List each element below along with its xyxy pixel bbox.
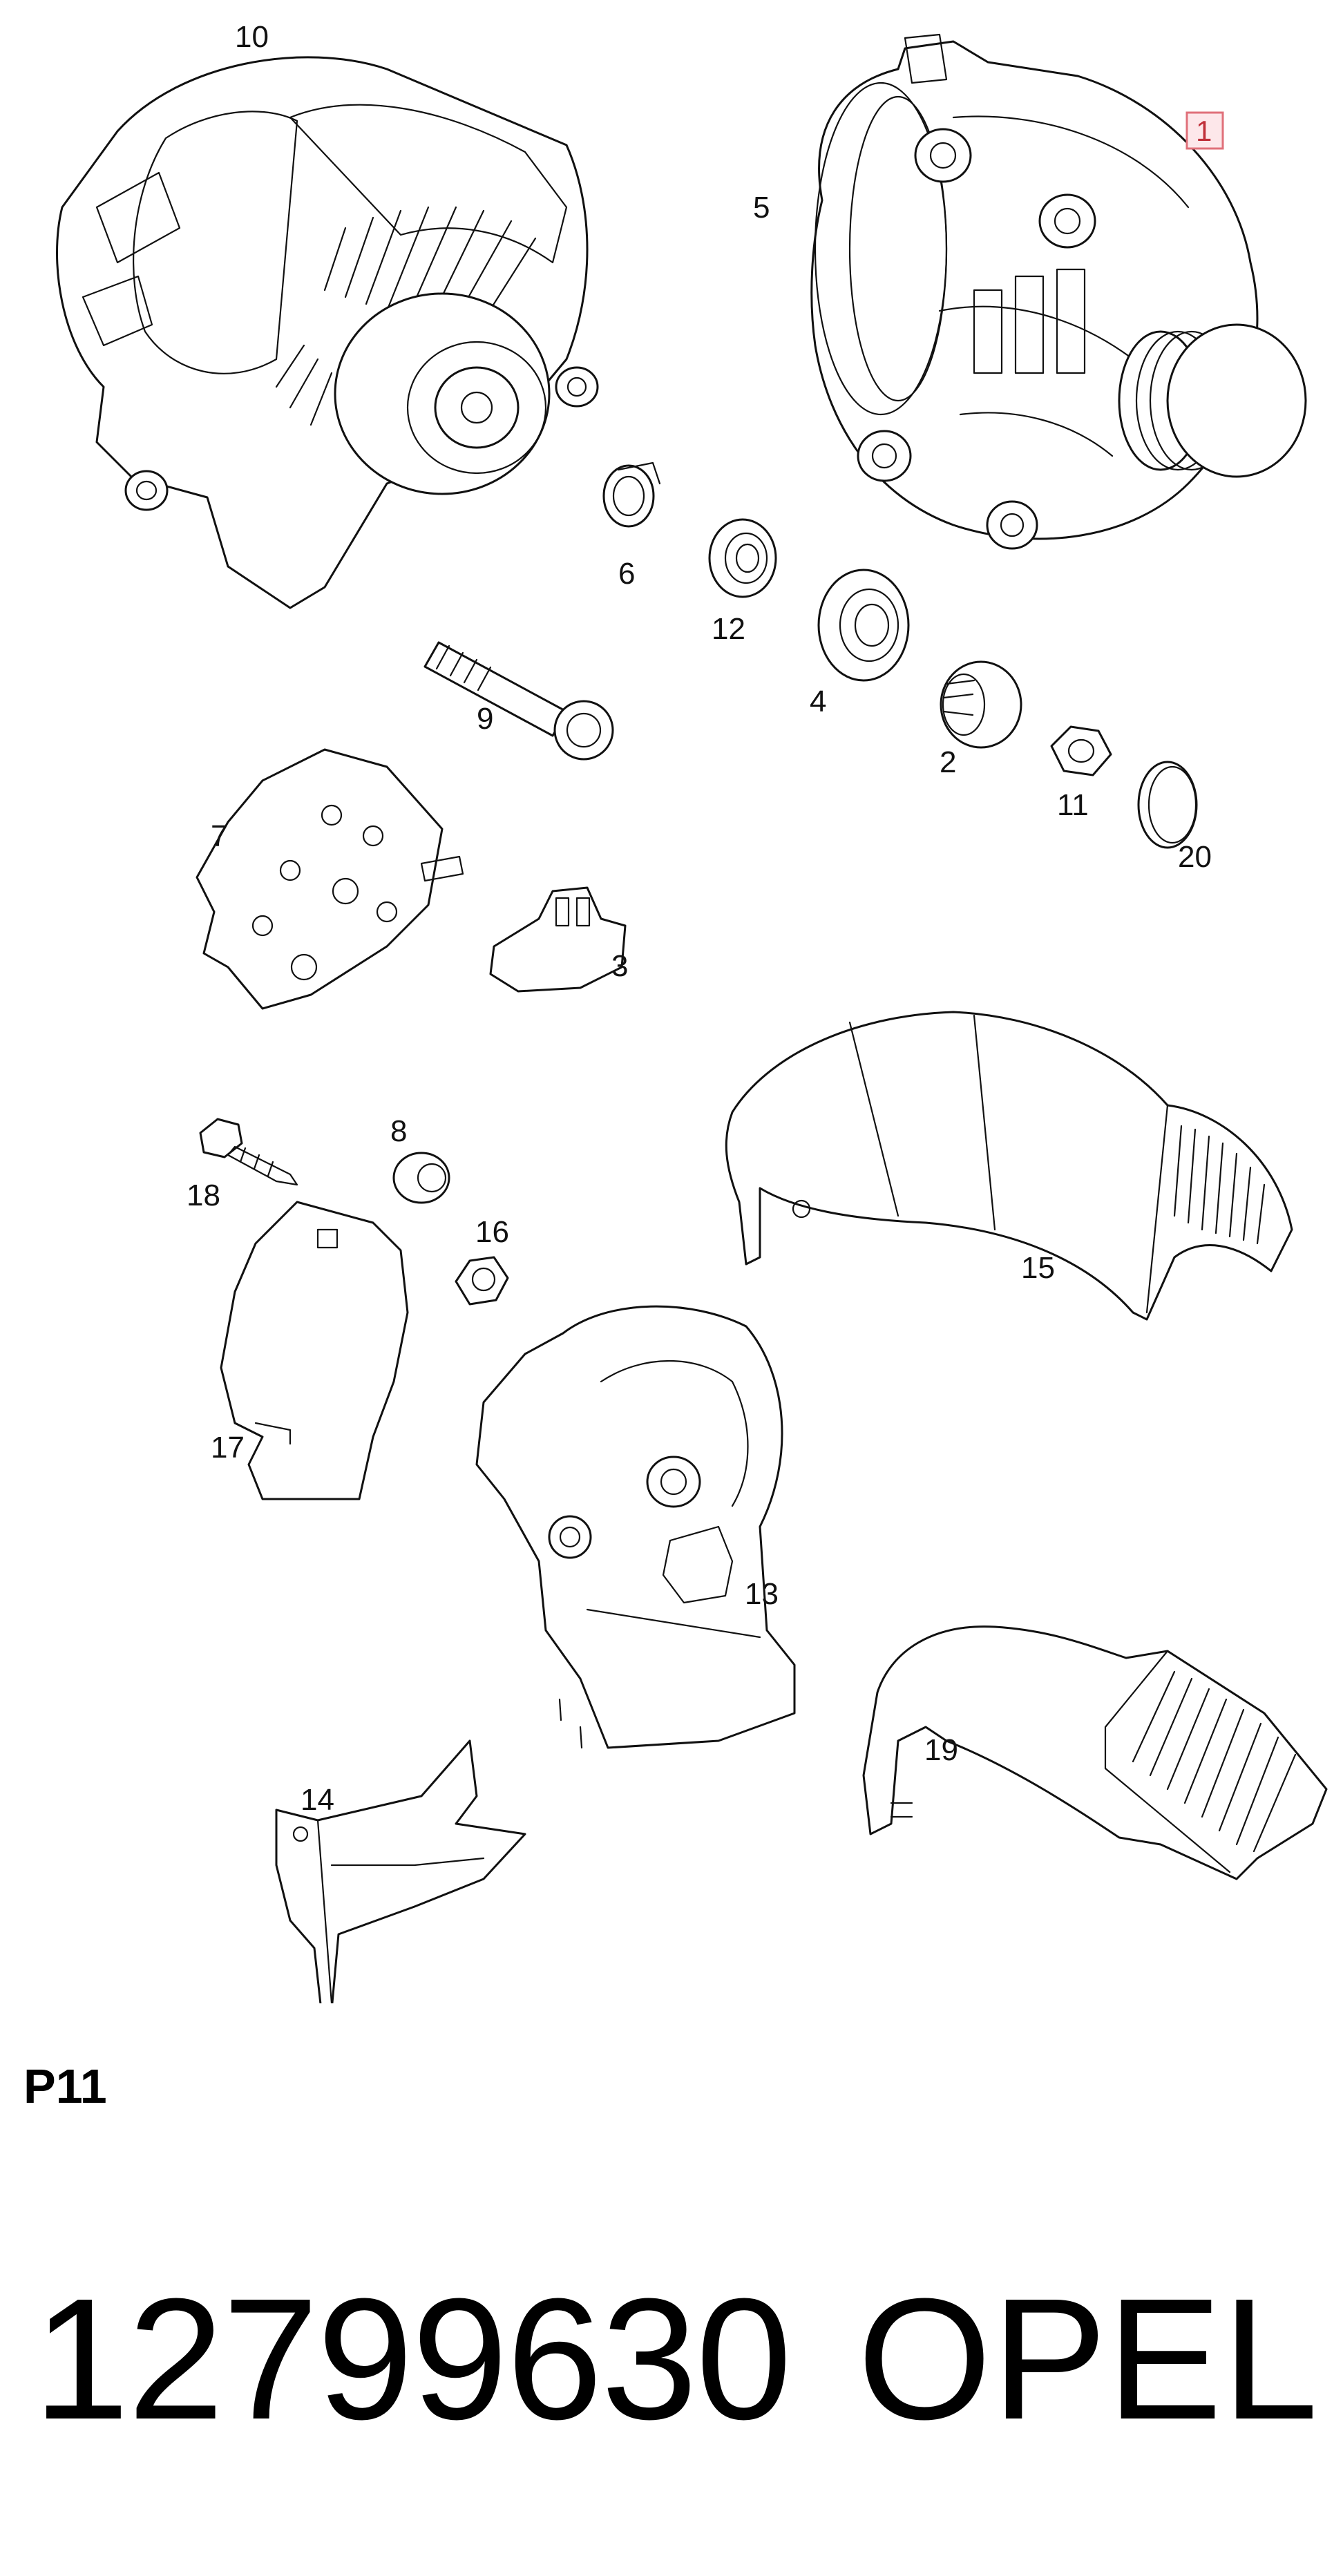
part-6-clamp [602, 461, 661, 528]
callout-1-highlight-box [1185, 111, 1224, 150]
callout-3: 3 [611, 949, 628, 983]
part-number: 12799630 [33, 2262, 792, 2455]
callout-18: 18 [187, 1179, 220, 1212]
part-5-alternator-housing [810, 33, 1307, 550]
callout-1: 1 [1196, 115, 1212, 147]
callout-14: 14 [301, 1783, 334, 1817]
footer: 12799630 OPEL [33, 2273, 1318, 2452]
part-2-pulley-nut [940, 660, 1022, 749]
callout-7: 7 [211, 819, 227, 853]
callout-20: 20 [1178, 840, 1212, 874]
part-8-bushing [392, 1152, 450, 1204]
page-reference: P11 [23, 2059, 107, 2113]
part-7-rectifier [196, 748, 464, 1010]
part-9-bolt [423, 641, 614, 761]
callout-15: 15 [1021, 1251, 1055, 1285]
part-15-vents [1173, 1125, 1266, 1245]
part-12-bearing [708, 518, 777, 598]
callout-2: 2 [940, 745, 956, 779]
part-19-vents [1132, 1670, 1297, 1853]
callout-4: 4 [810, 685, 826, 718]
callout-6: 6 [618, 557, 635, 591]
part-14-bracket [275, 1739, 526, 2003]
part-13-end-housing [475, 1305, 796, 1749]
callout-17: 17 [211, 1431, 245, 1464]
part-3-regulator [489, 886, 627, 993]
part-19-vented-cover [862, 1625, 1328, 1880]
part-17-shield [220, 1201, 409, 1500]
callout-11: 11 [1057, 788, 1089, 822]
callout-10: 10 [235, 20, 269, 54]
part-4-bearing [817, 569, 910, 682]
part-18-screw [199, 1118, 298, 1186]
callout-9: 9 [477, 702, 493, 736]
callout-12: 12 [712, 612, 745, 646]
part-5-pulley [1118, 323, 1307, 478]
part-15-cover [725, 1011, 1293, 1321]
callout-13: 13 [745, 1577, 779, 1611]
callout-8: 8 [390, 1114, 407, 1148]
part-11-hex-nut [1050, 725, 1112, 776]
exploded-parts-diagram: 10 1 5 6 [56, 20, 1328, 2003]
callout-5: 5 [753, 191, 770, 225]
brand-name: OPEL [857, 2262, 1318, 2455]
part-10-alternator-assembly [56, 56, 599, 609]
callout-19: 19 [924, 1733, 958, 1767]
callout-16: 16 [475, 1215, 509, 1249]
part-16-nut [455, 1256, 509, 1306]
part-20-cap [1137, 761, 1198, 849]
